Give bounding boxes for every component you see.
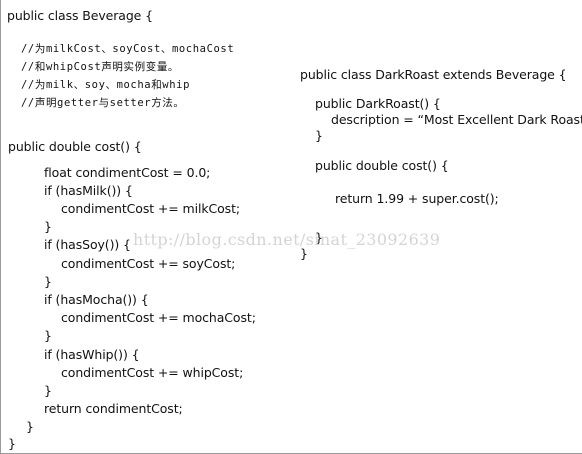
beverage-comment-line-1: //为milkCost、soyCost、mochaCost (21, 43, 235, 55)
darkroast-class-declaration: public class DarkRoast extends Beverage … (300, 67, 567, 82)
cost-body-line-4: } (44, 219, 52, 234)
darkroast-cost-method-declaration: public double cost() { (315, 158, 449, 173)
cost-body-line-3: condimentCost += milkCost; (61, 201, 240, 216)
cost-body-line-8: if (hasMocha()) { (44, 292, 149, 307)
beverage-class-close: } (8, 436, 16, 451)
cost-body-line-6: condimentCost += soyCost; (61, 256, 236, 271)
cost-body-line-12: condimentCost += whipCost; (61, 365, 244, 380)
beverage-cost-method-declaration: public double cost() { (8, 139, 142, 154)
beverage-comment-line-3: //为milk、soy、mocha和whip (21, 79, 190, 91)
cost-body-line-11: if (hasWhip()) { (44, 347, 140, 362)
beverage-comment-line-2: //和whipCost声明实例变量。 (21, 61, 180, 73)
frame-left-border (0, 0, 1, 454)
cost-body-line-13: } (44, 383, 52, 398)
darkroast-constructor-body: description = “Most Excellent Dark Roast… (331, 112, 582, 127)
beverage-comment-line-4: //声明getter与setter方法。 (21, 97, 185, 109)
cost-body-line-1: float condimentCost = 0.0; (44, 165, 211, 180)
darkroast-cost-method-body: return 1.99 + super.cost(); (335, 191, 499, 206)
darkroast-constructor-close: } (315, 128, 323, 143)
cost-body-line-10: } (44, 328, 52, 343)
beverage-cost-method-close: } (26, 419, 34, 434)
cost-body-line-5: if (hasSoy()) { (44, 237, 131, 252)
beverage-class-declaration: public class Beverage { (7, 8, 153, 23)
darkroast-cost-method-close: } (315, 230, 323, 245)
cost-body-line-7: } (44, 274, 52, 289)
darkroast-class-close: } (300, 246, 308, 261)
darkroast-constructor-declaration: public DarkRoast() { (315, 96, 441, 111)
blog-watermark: http://blog.csdn.net/sinat_23092639 (133, 230, 441, 249)
cost-body-line-14: return condimentCost; (44, 401, 183, 416)
cost-body-line-9: condimentCost += mochaCost; (61, 310, 256, 325)
cost-body-line-2: if (hasMilk()) { (44, 183, 133, 198)
